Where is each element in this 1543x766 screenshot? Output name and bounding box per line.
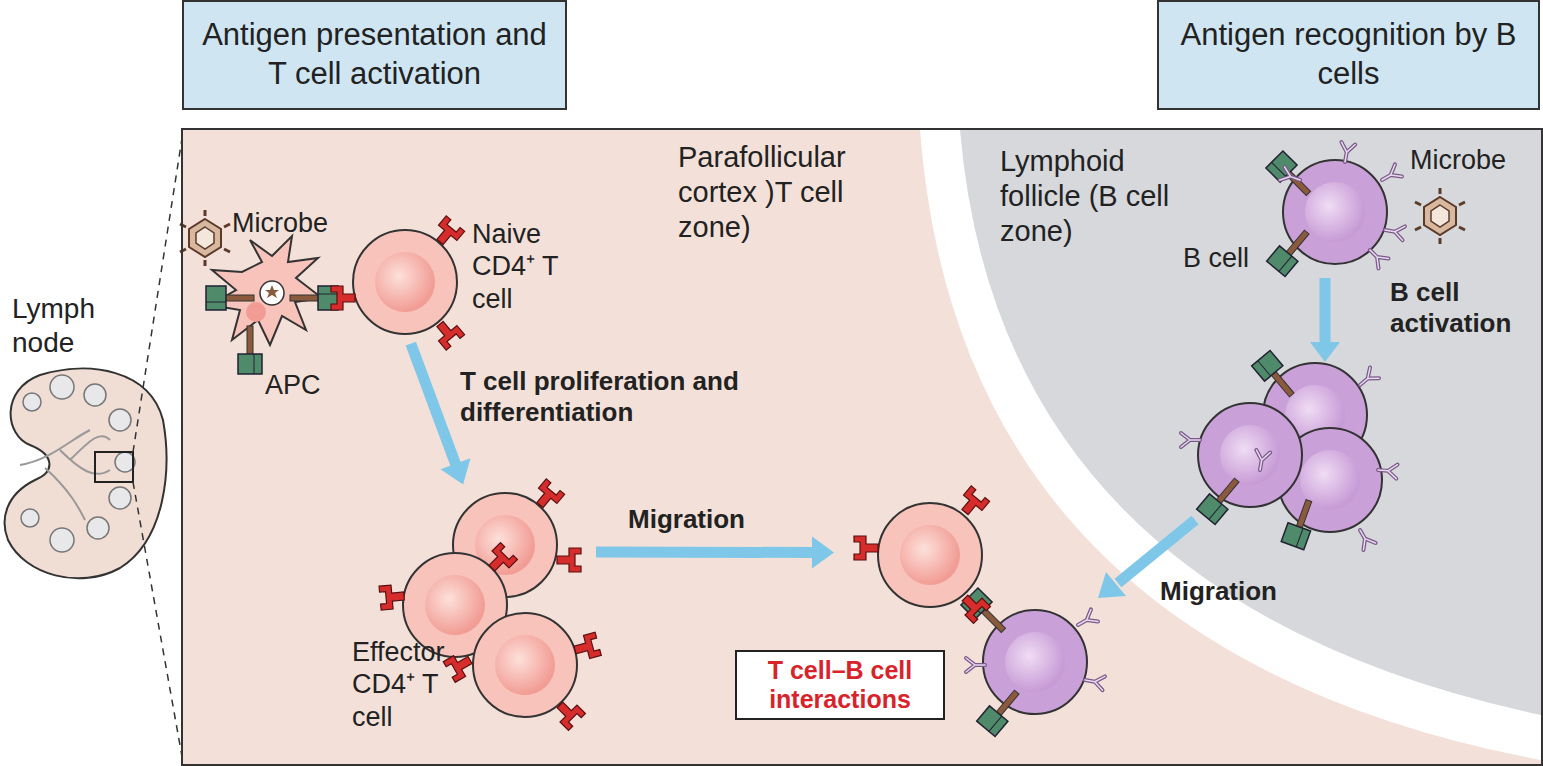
b-cell: B cell (1230, 160, 1390, 270)
edge-label: T cell proliferation and differentiation (460, 366, 780, 428)
text-label: Migration (1160, 576, 1310, 607)
b-cell-zone: Lymphoid follicle (B cell zone) B cell (920, 130, 1541, 730)
t-cell-zone: Parafollicular cortex )T cell zone)Lymph… (183, 130, 1541, 764)
header-box: Antigen presentation and T cell activati… (182, 0, 567, 110)
header-text: Antigen presentation and T cell activati… (184, 16, 565, 94)
effector-t-cells: Effector CD4⁺ T cell (350, 490, 590, 745)
callout-box: T cell–B cell interactions (735, 650, 945, 720)
naive-t-cell: Naive CD4⁺ T cell (352, 228, 562, 338)
cell-label: Effector CD4⁺ T cell (352, 636, 472, 733)
flow-arrow (596, 536, 834, 568)
cell-label: Naive CD4⁺ T cell (472, 218, 572, 315)
text-label: Microbe (1410, 144, 1540, 176)
header-text: Antigen recognition by B cells (1159, 16, 1538, 94)
header-box: Antigen recognition by B cells (1157, 0, 1540, 110)
text-label: Lymph node (12, 292, 122, 359)
cell-label: Parafollicular cortex )T cell zone) (678, 140, 918, 244)
cell-label: Lymphoid follicle (B cell zone) (1000, 144, 1170, 248)
edge-label: Migration (628, 504, 778, 535)
text-label: B cell activation (1390, 277, 1540, 339)
t-b-interaction: T cell–B cell interactions (840, 490, 1100, 762)
text-label: Microbe (232, 207, 362, 239)
text-label: APC (265, 369, 345, 401)
cell-label: B cell (1183, 242, 1273, 274)
